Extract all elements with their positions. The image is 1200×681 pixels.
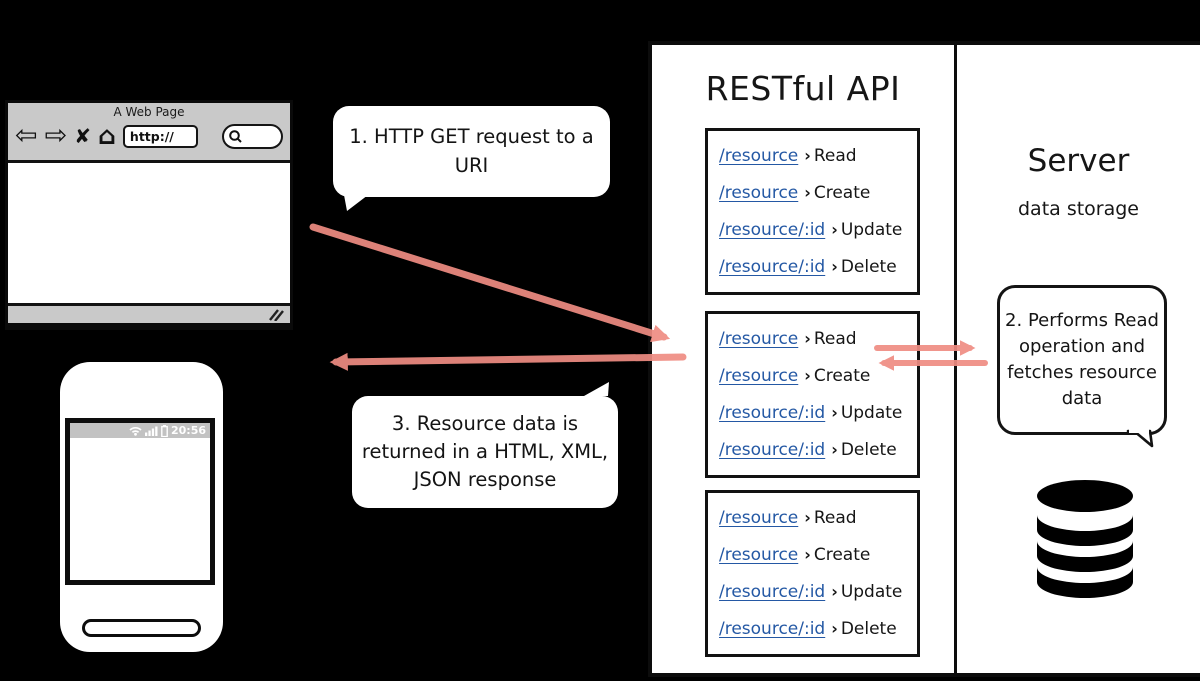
endpoint-operation: Read: [813, 508, 857, 528]
endpoint-operation: Read: [813, 329, 857, 349]
restful-api-section: RESTful API /resource › Read /resource ›…: [652, 45, 957, 673]
endpoint-link[interactable]: /resource: [719, 545, 799, 565]
close-icon[interactable]: ✘: [74, 124, 92, 148]
endpoint-row: /resource/:id › Update: [719, 403, 917, 423]
chevron-right-icon: ›: [831, 582, 838, 601]
server-section: Server data storage: [957, 45, 1200, 673]
phone-status-bar: 20:56: [70, 423, 210, 438]
resize-handle-icon[interactable]: [269, 308, 284, 321]
endpoint-operation: Update: [840, 403, 903, 423]
endpoint-link[interactable]: /resource/:id: [719, 403, 826, 423]
server-title: Server: [1027, 143, 1130, 179]
back-arrow-icon[interactable]: ⇦: [15, 120, 38, 151]
browser-header: A Web Page ⇦ ⇨ ✘ ⌂ http://: [8, 103, 290, 163]
forward-arrow-icon[interactable]: ⇨: [44, 120, 68, 151]
speech-bubble-step2: 2. Performs Read operation and fetches r…: [997, 285, 1167, 448]
chevron-right-icon: ›: [804, 545, 811, 564]
url-value: http://: [129, 128, 174, 144]
endpoint-link[interactable]: /resource/:id: [719, 257, 826, 277]
chevron-right-icon: ›: [804, 183, 811, 202]
endpoint-link[interactable]: /resource/:id: [719, 619, 826, 639]
endpoint-row: /resource/:id › Update: [719, 582, 917, 602]
chevron-right-icon: ›: [831, 403, 838, 422]
speech-bubble-step1: 1. HTTP GET request to a URI: [333, 106, 610, 211]
endpoint-box: /resource › Read /resource › Create /res…: [705, 311, 920, 478]
arrow-request: [309, 223, 671, 343]
endpoint-link[interactable]: /resource/:id: [719, 220, 826, 240]
backend-panel: RESTful API /resource › Read /resource ›…: [648, 41, 1200, 677]
home-icon[interactable]: ⌂: [98, 121, 116, 150]
endpoint-row: /resource › Read: [719, 329, 917, 349]
endpoint-row: /resource › Create: [719, 366, 917, 386]
chevron-right-icon: ›: [831, 257, 838, 276]
endpoint-row: /resource › Create: [719, 545, 917, 565]
signal-icon: [144, 426, 158, 436]
endpoint-row: /resource › Read: [719, 508, 917, 528]
endpoint-operation: Delete: [840, 440, 897, 460]
endpoint-operation: Update: [840, 582, 903, 602]
browser-statusbar: [8, 303, 290, 323]
endpoint-operation: Read: [813, 146, 857, 166]
endpoint-link[interactable]: /resource: [719, 183, 799, 203]
server-subtitle: data storage: [1017, 198, 1139, 220]
phone-screen: 20:56: [65, 418, 215, 585]
endpoint-row: /resource/:id › Delete: [719, 440, 917, 460]
endpoint-link[interactable]: /resource: [719, 366, 799, 386]
phone: 20:56: [60, 362, 223, 652]
endpoint-row: /resource/:id › Delete: [719, 257, 917, 277]
endpoint-row: /resource/:id › Update: [719, 220, 917, 240]
search-icon: [229, 129, 242, 143]
endpoint-link[interactable]: /resource: [719, 329, 799, 349]
endpoint-box: /resource › Read /resource › Create /res…: [705, 490, 920, 657]
database-icon: [1037, 480, 1133, 598]
endpoint-operation: Delete: [840, 619, 897, 639]
chevron-right-icon: ›: [831, 619, 838, 638]
endpoint-box: /resource › Read /resource › Create /res…: [705, 128, 920, 295]
endpoint-operation: Delete: [840, 257, 897, 277]
browser-content: [8, 163, 290, 303]
bubble-tail: [344, 195, 368, 211]
step1-text: 1. HTTP GET request to a URI: [349, 125, 594, 177]
chevron-right-icon: ›: [831, 220, 838, 239]
browser-window: A Web Page ⇦ ⇨ ✘ ⌂ http://: [5, 100, 293, 330]
chevron-right-icon: ›: [831, 440, 838, 459]
endpoint-operation: Create: [813, 545, 871, 565]
speech-bubble-step3: 3. Resource data is returned in a HTML, …: [352, 382, 618, 508]
step2-text: 2. Performs Read operation and fetches r…: [1005, 309, 1159, 410]
status-time: 20:56: [170, 424, 206, 437]
arrow-response: [329, 352, 687, 371]
endpoint-link[interactable]: /resource: [719, 146, 799, 166]
chevron-right-icon: ›: [804, 329, 811, 348]
step3-text: 3. Resource data is returned in a HTML, …: [361, 411, 609, 492]
phone-home-button[interactable]: [82, 619, 201, 637]
browser-toolbar: ⇦ ⇨ ✘ ⌂ http://: [8, 119, 290, 153]
search-field[interactable]: [222, 123, 283, 149]
endpoint-row: /resource › Read: [719, 146, 917, 166]
endpoint-operation: Update: [840, 220, 903, 240]
chevron-right-icon: ›: [804, 146, 811, 165]
endpoint-link[interactable]: /resource: [719, 508, 799, 528]
browser-title: A Web Page: [113, 105, 185, 119]
endpoint-operation: Create: [813, 183, 871, 203]
url-field[interactable]: http://: [122, 124, 198, 148]
chevron-right-icon: ›: [804, 508, 811, 527]
bubble-tail: [584, 382, 609, 396]
endpoint-operation: Create: [813, 366, 871, 386]
endpoint-row: /resource/:id › Delete: [719, 619, 917, 639]
endpoint-link[interactable]: /resource/:id: [719, 582, 826, 602]
battery-icon: [161, 424, 168, 437]
endpoint-link[interactable]: /resource/:id: [719, 440, 826, 460]
bubble-tail: [1126, 429, 1154, 448]
chevron-right-icon: ›: [804, 366, 811, 385]
api-title: RESTful API: [705, 69, 901, 108]
endpoint-row: /resource › Create: [719, 183, 917, 203]
wifi-icon: [129, 426, 142, 436]
